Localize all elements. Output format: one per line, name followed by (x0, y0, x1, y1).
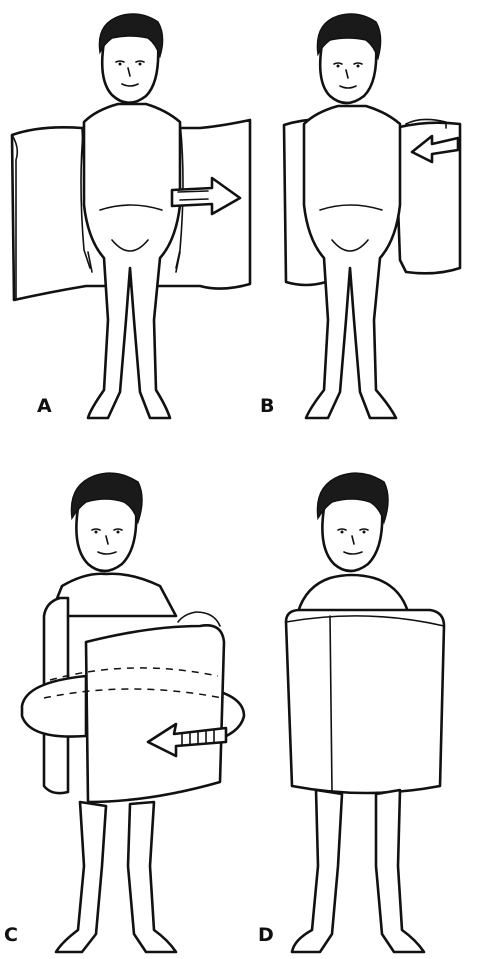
panel-a: A (0, 0, 245, 440)
cloth-wrap-front (86, 625, 224, 802)
panel-c: C (0, 446, 245, 959)
panel-d-illustration (246, 446, 491, 959)
child-legs (292, 790, 424, 952)
panel-b: B (246, 0, 491, 440)
wrap-band (22, 676, 86, 737)
panel-label-d: D (258, 924, 274, 946)
panel-label-b: B (260, 395, 274, 417)
panel-c-illustration (0, 446, 245, 959)
panel-label-c: C (4, 924, 18, 946)
child-legs (56, 802, 176, 952)
panel-label-a: A (37, 395, 52, 417)
cloth-wrap (286, 610, 444, 793)
panel-b-illustration (246, 0, 491, 440)
child-body (298, 575, 408, 612)
panel-d: D (246, 446, 491, 959)
panel-a-illustration (0, 0, 245, 440)
